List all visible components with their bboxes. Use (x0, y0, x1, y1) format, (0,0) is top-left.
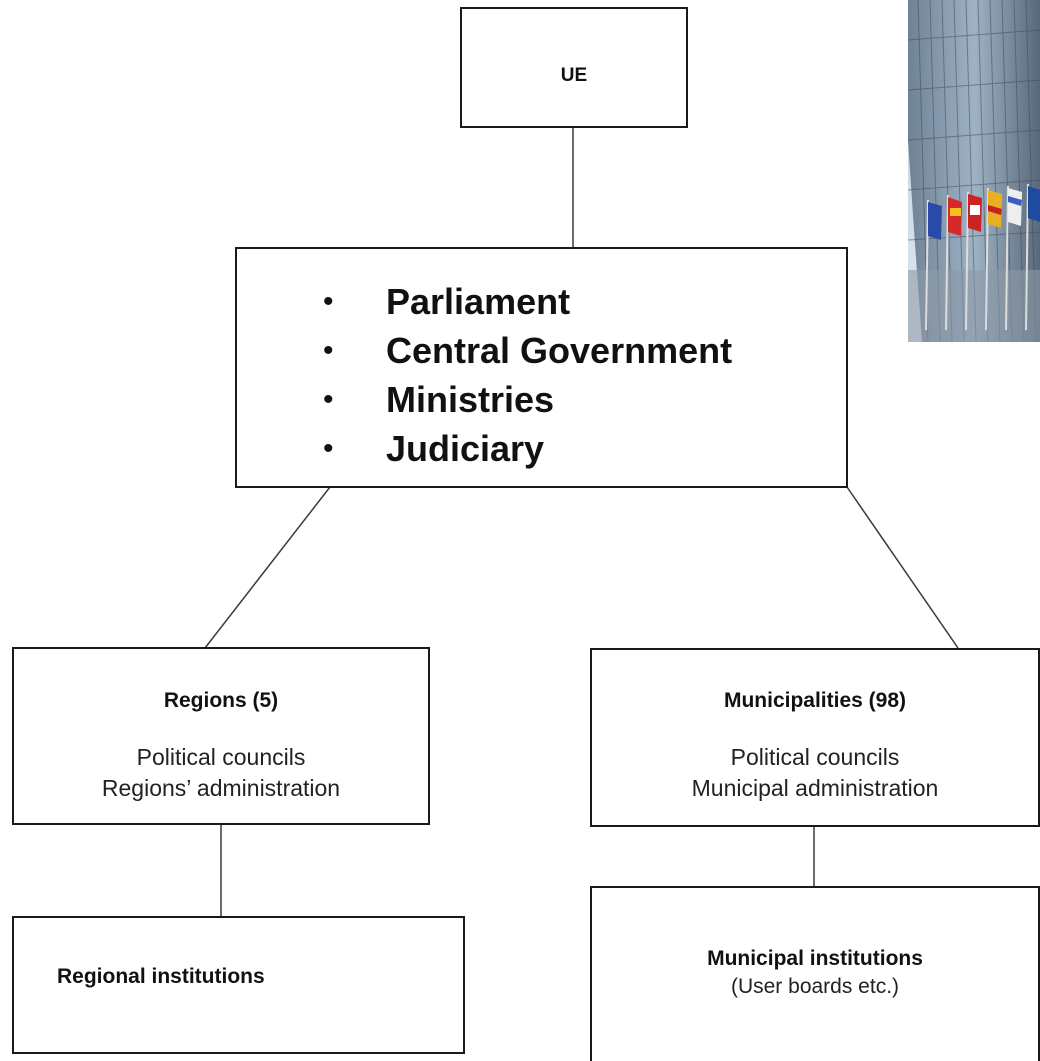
connector-central-regions (204, 486, 331, 649)
municipal-institutions-box: Municipal institutions (User boards etc.… (590, 886, 1040, 1061)
municipalities-box: Municipalities (98) Political councils M… (590, 648, 1040, 827)
regional-institutions-box: Regional institutions (12, 916, 465, 1054)
list-item: •Parliament (323, 277, 732, 326)
municipalities-line-2: Municipal administration (691, 775, 939, 801)
bullet-icon: • (323, 432, 334, 465)
regions-line-2: Regions’ administration (101, 775, 341, 801)
municipalities-line-1: Political councils (730, 744, 900, 770)
regions-title: Regions (5) (163, 689, 279, 712)
central-government-list: •Parliament •Central Government •Ministr… (323, 277, 732, 473)
central-government-box: •Parliament •Central Government •Ministr… (235, 247, 848, 488)
list-item: •Ministries (323, 375, 732, 424)
connector-central-municipalities (846, 486, 959, 649)
list-item: •Central Government (323, 326, 732, 375)
regions-line-1: Political councils (136, 744, 306, 770)
list-item: •Judiciary (323, 424, 732, 473)
eu-label: UE (560, 65, 588, 86)
eu-box: UE (460, 7, 688, 128)
municipalities-title: Municipalities (98) (723, 689, 907, 712)
regional-institutions-title: Regional institutions (57, 965, 265, 988)
bullet-icon: • (323, 285, 334, 318)
regions-box: Regions (5) Political councils Regions’ … (12, 647, 430, 825)
parliament-building-photo (908, 0, 1040, 342)
municipal-institutions-title: Municipal institutions (707, 947, 923, 970)
bullet-icon: • (323, 334, 334, 367)
municipal-institutions-subtitle: (User boards etc.) (730, 975, 900, 998)
bullet-icon: • (323, 383, 334, 416)
